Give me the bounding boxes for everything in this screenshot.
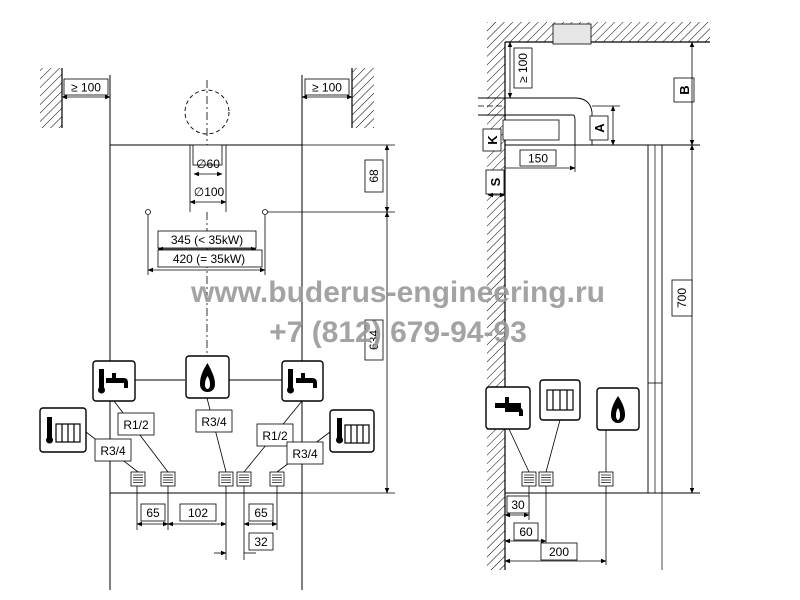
dim-height-634: 634 (367, 330, 381, 350)
pipe-heating-left-label: R3/4 (100, 444, 126, 458)
dim-150: 150 (528, 152, 548, 166)
fitting-cold-water (236, 471, 252, 487)
flue-inner-label: ∅60 (196, 157, 220, 171)
dim-top-offset: 68 (367, 169, 381, 183)
pipe-cold-water-label: R1/2 (262, 429, 288, 443)
side-fitting-gas (598, 471, 614, 487)
mount-hole-left (145, 209, 151, 215)
mount-hole-right (262, 209, 268, 215)
flue-outline (184, 89, 230, 135)
pipe-hot-water-label: R1/2 (123, 418, 149, 432)
flue-outer-label: ∅100 (194, 185, 225, 199)
letter-b: B (677, 85, 692, 94)
front-view: ≥ 100 ≥ 100 ∅60 ∅100 345 (< 35kW) 420 (= (39, 68, 395, 590)
dim-65-left: 65 (146, 506, 160, 520)
letter-s: S (488, 177, 503, 186)
cold-water-tap-icon (281, 360, 324, 402)
hot-water-tap-icon (92, 360, 136, 402)
flue-opening (552, 23, 592, 45)
dim-60: 60 (519, 525, 533, 539)
radiator-side-icon (539, 379, 581, 421)
dim-65-right: 65 (254, 506, 268, 520)
dim-200: 200 (549, 545, 569, 559)
clearance-left-label: ≥ 100 (71, 81, 101, 95)
dim-30: 30 (511, 498, 525, 512)
ceiling-hatch (487, 22, 710, 42)
gas-flame-icon (185, 355, 230, 399)
fitting-gas (218, 471, 234, 487)
side-fitting-heating (538, 471, 554, 487)
pipe-heating-right-label: R3/4 (292, 447, 318, 461)
width-small-label: 345 (< 35kW) (171, 233, 243, 247)
width-large-label: 420 (= 35kW) (173, 252, 245, 266)
fitting-hot-water (160, 471, 176, 487)
clearance-right-label: ≥ 100 (312, 81, 342, 95)
dim-32: 32 (254, 535, 268, 549)
fitting-heating-flow (130, 471, 146, 487)
watermark: www.buderus-engineering.ru +7 (812) 679-… (190, 276, 605, 349)
flue-pipe-side (478, 97, 593, 145)
side-fitting-water (521, 471, 537, 487)
watermark-site: www.buderus-engineering.ru (190, 276, 605, 309)
dim-700: 700 (675, 288, 689, 308)
tap-icon (485, 386, 531, 430)
pipe-gas-label: R3/4 (201, 415, 227, 429)
clearance-top-label: ≥ 100 (516, 53, 530, 83)
letter-a: A (592, 123, 607, 133)
dim-102: 102 (188, 506, 208, 520)
fitting-heating-return (269, 471, 285, 487)
left-wall-hatch (40, 68, 62, 128)
watermark-phone: +7 (812) 679-94-93 (269, 316, 527, 349)
radiator-icon (329, 409, 375, 453)
right-wall-hatch (352, 68, 374, 128)
flame-icon (596, 387, 640, 431)
letter-k: K (485, 135, 500, 145)
radiator-thermometer-icon (39, 407, 87, 453)
side-view: ≥ 100 A K S B 150 (478, 22, 710, 570)
